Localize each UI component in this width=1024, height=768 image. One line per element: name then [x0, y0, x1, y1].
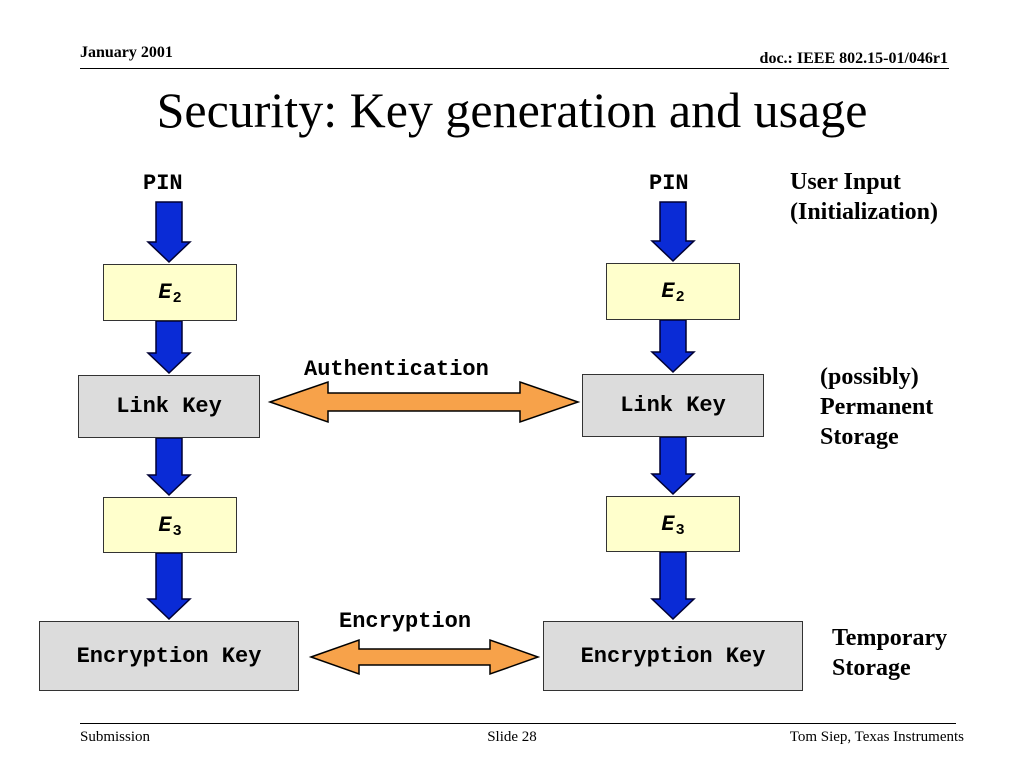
left-link-key-to-e3-arrow: [146, 437, 192, 497]
permanent-line-3: Storage: [820, 424, 899, 450]
encryption-arrow: [308, 638, 541, 676]
header-rule: [80, 68, 949, 69]
left-encryption-key-label: Encryption Key: [76, 643, 262, 669]
right-encryption-key-box: Encryption Key: [543, 621, 803, 691]
footer-author: Tom Siep, Texas Instruments: [789, 729, 964, 745]
left-encryption-key-box: Encryption Key: [39, 621, 299, 691]
left-e3-letter: E: [158, 512, 172, 538]
left-e2-subscript: 2: [172, 290, 182, 307]
footer-rule: [80, 723, 956, 724]
right-pin-label: PIN: [649, 171, 689, 196]
left-e2-letter: E: [158, 280, 172, 305]
slide-title: Security: Key generation and usage: [156, 82, 868, 138]
footer-slide-number: Slide 28: [487, 729, 537, 745]
right-e3-to-encryption-key-arrow: [650, 551, 696, 621]
footer-submission: Submission: [80, 729, 151, 745]
temporary-storage-label: Temporary Storage: [832, 623, 947, 683]
left-e3-to-encryption-key-arrow: [146, 552, 192, 621]
right-e2-subscript: 2: [675, 289, 685, 306]
permanent-storage-label: (possibly) Permanent Storage: [820, 362, 933, 452]
right-link-key-box: Link Key: [582, 374, 764, 437]
authentication-label: Authentication: [304, 357, 489, 382]
authentication-arrow: [267, 380, 581, 424]
header-doc-id: doc.: IEEE 802.15-01/046r1: [759, 50, 948, 67]
left-link-key-box: Link Key: [78, 375, 260, 438]
left-e3-subscript: 3: [172, 522, 182, 540]
right-link-key-to-e3-arrow: [650, 436, 696, 496]
user-input-line-2: (Initialization): [790, 199, 938, 225]
left-link-key-label: Link Key: [116, 394, 222, 419]
right-e3-subscript: 3: [675, 521, 685, 539]
left-pin-label: PIN: [143, 171, 183, 196]
header-date: January 2001: [80, 44, 173, 61]
right-e3-letter: E: [661, 511, 675, 537]
right-e2-to-link-key-arrow: [650, 319, 696, 374]
right-link-key-label: Link Key: [620, 393, 726, 418]
permanent-line-1: (possibly): [820, 364, 919, 390]
encryption-label: Encryption: [339, 609, 472, 634]
temporary-line-2: Storage: [832, 655, 911, 681]
right-e2-letter: E: [661, 279, 675, 304]
temporary-line-1: Temporary: [832, 625, 948, 651]
right-pin-to-e2-arrow: [650, 201, 696, 263]
left-e2-to-link-key-arrow: [146, 320, 192, 375]
permanent-line-2: Permanent: [820, 394, 934, 420]
user-input-line-1: User Input: [790, 169, 901, 195]
left-pin-to-e2-arrow: [146, 201, 192, 264]
user-input-label: User Input (Initialization): [790, 167, 938, 227]
right-encryption-key-label: Encryption Key: [580, 643, 766, 669]
